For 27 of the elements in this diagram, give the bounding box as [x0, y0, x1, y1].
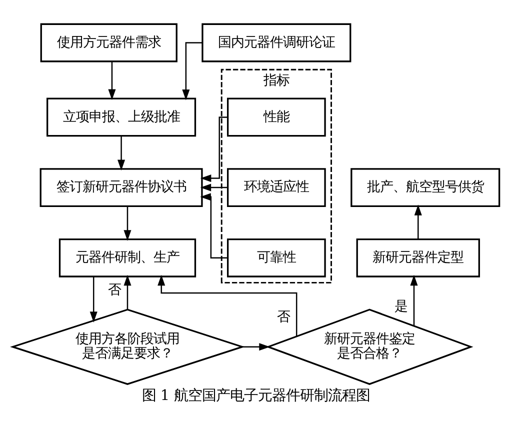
arrow	[200, 116, 228, 182]
node-box: 元器件研制、生产	[58, 238, 196, 277]
node-box: 使用方元器件需求	[40, 22, 178, 62]
node-box: 国内元器件调研论证	[202, 22, 352, 62]
node-box: 可靠性	[226, 238, 326, 277]
node-box: 环境适应性	[226, 168, 326, 206]
node-box: 立项申报、上级批准	[46, 97, 196, 136]
arrow	[410, 274, 418, 326]
node-box: 新研元器件定型	[356, 238, 480, 277]
node-box: 性能	[226, 97, 326, 136]
arrow	[200, 183, 228, 191]
edge-label: 否	[108, 282, 121, 298]
arrow	[414, 204, 422, 239]
arrow	[124, 274, 132, 309]
node-box: 签订新研元器件协议书	[40, 168, 203, 206]
arrow	[90, 276, 98, 322]
arrow	[200, 192, 228, 258]
arrow	[124, 206, 132, 240]
arrow	[242, 342, 270, 350]
edge-label: 否	[277, 310, 290, 325]
arrow	[118, 136, 126, 170]
node-box: 批产、航空型号供货	[350, 168, 500, 206]
arrow	[108, 61, 116, 100]
caption: 图 1 航空国产电子元器件研制流程图	[142, 387, 370, 404]
arrow	[158, 274, 298, 336]
node-diamond: 使用方各阶段试用是否满足要求？	[10, 308, 245, 384]
arrow	[182, 42, 202, 100]
